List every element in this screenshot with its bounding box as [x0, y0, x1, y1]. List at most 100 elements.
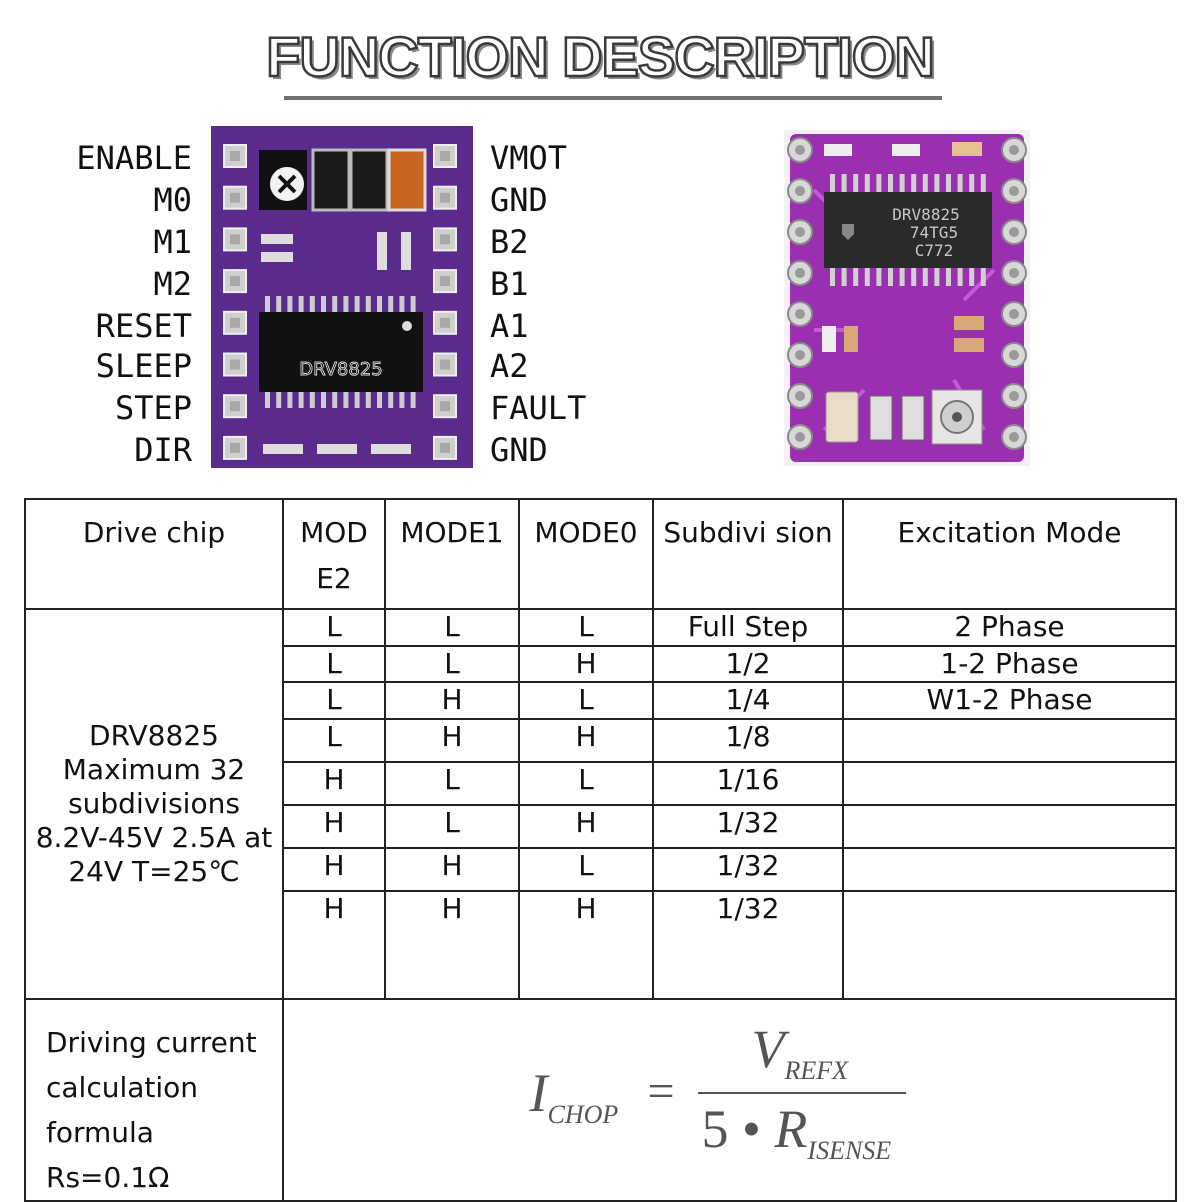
pin-label-reset: RESET: [95, 307, 192, 345]
pin-label-enable: ENABLE: [76, 139, 192, 177]
table-row: H H L 1/32: [25, 847, 1177, 892]
photo-chip-pin: [922, 268, 928, 286]
formula-den-sub: ISENSE: [807, 1135, 892, 1165]
cell-mode1: H: [384, 718, 520, 763]
pin-label-b1: B1: [490, 265, 529, 303]
bottom-smd-1: [263, 444, 303, 454]
current-label-line: Rs=0.1Ω: [46, 1161, 170, 1194]
photo-smd-103: [824, 144, 852, 156]
header-pin-center: [795, 145, 805, 155]
photo-header-pins: [787, 137, 1027, 450]
pin-label-m2: M2: [153, 265, 192, 303]
photo-chip-pin: [888, 174, 893, 192]
cell-mode2: H: [282, 847, 386, 892]
cell-mode0: H: [518, 890, 654, 1000]
header-pin-center: [1009, 350, 1019, 360]
chip-pin: [388, 296, 394, 312]
formula-fraction-bar: [697, 1091, 906, 1094]
cell-mode0: H: [518, 718, 654, 763]
chip-pin: [287, 296, 293, 312]
cell-excitation: 1-2 Phase: [842, 645, 1177, 683]
cell-mode0: L: [518, 847, 654, 892]
pin-pad-hole: [230, 276, 240, 287]
formula-denominator: 5 • RISENSE: [702, 1098, 892, 1166]
chip-pin: [365, 296, 371, 312]
formula-den-symbol: R: [774, 1098, 808, 1159]
photo-chip-text-3: C772: [915, 241, 954, 260]
cell-excitation: [842, 804, 1177, 849]
cell-subdivision: 1/32: [652, 847, 844, 892]
cell-mode1: L: [384, 761, 520, 806]
cell-mode1: H: [384, 890, 520, 1000]
pin-pad-hole: [230, 317, 240, 328]
pin-label-gnd-bottom: GND: [490, 431, 548, 469]
current-label-line: Driving current: [46, 1026, 257, 1059]
chip-pin: [365, 392, 371, 408]
smd-resistor-3: [377, 232, 387, 270]
pin-pad-hole: [230, 442, 240, 453]
cell-excitation: [842, 890, 1177, 1000]
photo-pot-center: [952, 412, 962, 422]
pin-pad-hole: [440, 151, 450, 161]
cell-mode1: L: [384, 804, 520, 849]
photo-chip-pin: [934, 174, 940, 192]
cell-subdivision: Full Step: [652, 608, 844, 647]
photo-chip-pin: [899, 174, 905, 192]
pin-pad-hole: [440, 234, 450, 245]
pin-pad-hole: [440, 401, 450, 412]
header-pin-center: [795, 268, 805, 278]
photo-smd-881: [892, 144, 920, 156]
photo-chip-pin: [934, 268, 940, 286]
header-pin-center: [795, 432, 805, 442]
photo-sense-res-2: [901, 395, 925, 441]
header-pin-center: [795, 391, 805, 401]
cell-mode2: L: [282, 645, 386, 683]
table-row: L H H 1/8: [25, 718, 1177, 763]
header-pin-center: [1009, 145, 1019, 155]
photo-chip-pin: [911, 268, 917, 286]
cell-mode1: L: [384, 608, 520, 647]
table-row: H L L 1/16: [25, 761, 1177, 806]
photo-cap-right-1: [954, 316, 984, 330]
header-pin-center: [1009, 268, 1019, 278]
current-label-line: calculation: [46, 1071, 199, 1104]
table-row: L H L 1/4 W1-2 Phase: [25, 681, 1177, 720]
table-row: L L H 1/2 1-2 Phase: [25, 645, 1177, 683]
formula-equals: =: [647, 1064, 675, 1118]
chip-label: DRV8825: [299, 359, 383, 380]
cell-excitation: [842, 847, 1177, 892]
pin-pad-hole: [230, 151, 240, 161]
pin-label-a1: A1: [490, 307, 529, 345]
cell-mode2: H: [282, 761, 386, 806]
photo-cap-top: [952, 142, 982, 156]
photo-chip-pin: [888, 268, 893, 286]
table-row: DRV8825 Maximum 32 subdivisions 8.2V-45V…: [24, 608, 1177, 1000]
photo-chip-pin: [980, 268, 986, 286]
formula-lhs: ICHOP: [530, 1062, 619, 1130]
cell-mode0: L: [518, 608, 654, 647]
chip-pin: [321, 392, 326, 408]
chip-pin: [377, 296, 382, 312]
pin-pad-hole: [440, 192, 450, 203]
chip-desc-line: 24V T=25℃: [68, 855, 240, 888]
cell-mode2: H: [282, 804, 386, 849]
cell-mode0: L: [518, 681, 654, 720]
pin-label-b2: B2: [490, 223, 529, 261]
photo-chip-pin: [957, 268, 963, 286]
photo-chip-pin: [853, 268, 859, 286]
cell-mode0: H: [518, 804, 654, 849]
photo-chip-pin: [922, 174, 928, 192]
photo-chip-pin: [830, 174, 835, 192]
board-photo: DRV8825 74TG5 C772: [784, 130, 1030, 466]
chip-pin: [343, 392, 349, 408]
photo-sense-res-1: [869, 395, 893, 441]
capacitor-block-3: [387, 148, 427, 212]
chip-pin: [298, 296, 304, 312]
header-mode2: MOD E2: [282, 498, 386, 610]
chip-pin: [377, 392, 382, 408]
chip-pin: [298, 392, 304, 408]
pin-label-dir: DIR: [134, 431, 192, 469]
header-mode0: MODE0: [518, 498, 654, 610]
cell-excitation: [842, 761, 1177, 806]
pin-pad-hole: [440, 359, 450, 370]
